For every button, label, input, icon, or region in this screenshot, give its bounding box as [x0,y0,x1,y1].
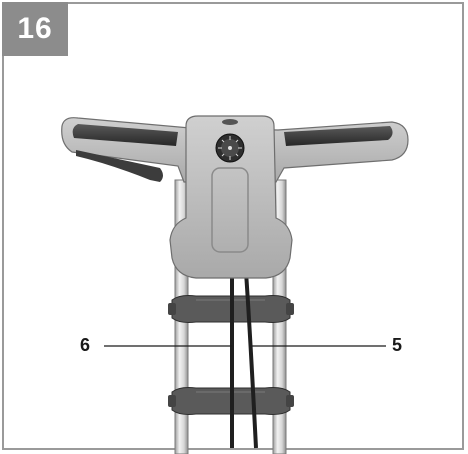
cables [230,271,258,449]
callout-5-label: 5 [392,335,403,355]
housing-top-slot [222,119,238,125]
right-grip [284,126,393,146]
figure-number-badge: 16 [2,2,68,56]
callout-6-label: 6 [80,335,91,355]
left-grip [72,124,178,146]
center-housing [169,115,293,279]
selector-knob [215,133,245,163]
cable-right [244,271,258,449]
trigger [76,150,163,182]
housing-panel [211,167,249,253]
